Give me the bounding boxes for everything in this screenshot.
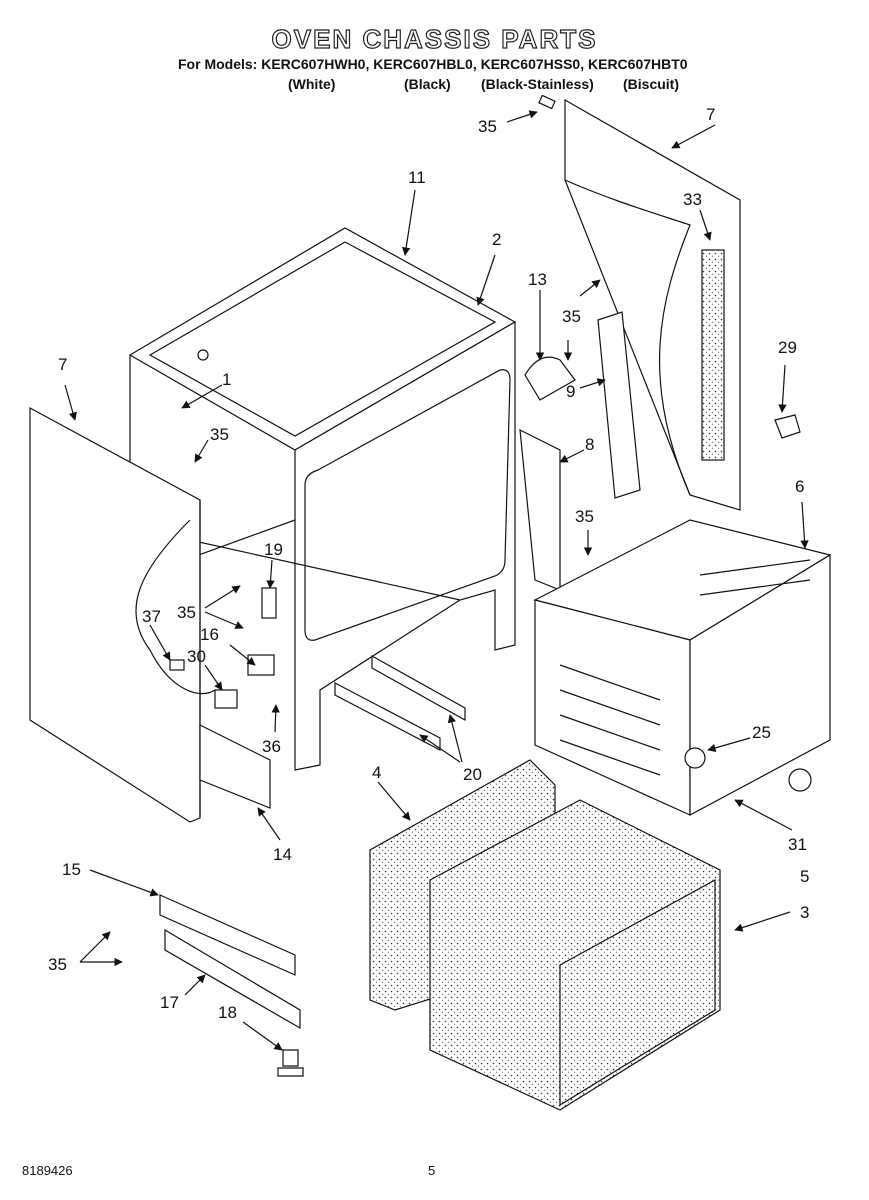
support-strip <box>597 311 641 499</box>
side-bracket <box>519 428 561 591</box>
oven-cavity <box>533 519 832 817</box>
callout-7-rear: 7 <box>706 105 715 124</box>
callout-labels: 11 2 7 35 33 13 35 29 9 8 35 6 25 31 5 3… <box>48 105 809 1022</box>
switch-16 <box>247 654 275 676</box>
callout-11: 11 <box>408 168 426 187</box>
callout-35-left: 35 <box>210 425 229 444</box>
variant-black-stainless: (Black-Stainless) <box>481 76 594 92</box>
callout-30: 30 <box>187 647 206 666</box>
callout-4: 4 <box>372 763 381 782</box>
callout-16: 16 <box>200 625 219 644</box>
control-box-14 <box>199 724 271 809</box>
bracket-20b <box>371 654 466 722</box>
callout-35-switch: 35 <box>177 603 196 622</box>
insulation-strip <box>701 249 725 461</box>
bracket-20a <box>334 682 441 751</box>
callout-20: 20 <box>463 765 482 784</box>
page-title: OVEN CHASSIS PARTS <box>271 23 598 54</box>
callout-13: 13 <box>528 270 547 289</box>
callout-1: 1 <box>222 370 231 389</box>
oven-insulation <box>369 759 721 1111</box>
connector-37 <box>169 659 185 671</box>
callout-35-rail: 35 <box>48 955 67 974</box>
front-rail <box>159 894 296 976</box>
variant-black: (Black) <box>404 76 451 92</box>
callout-6: 6 <box>795 477 804 496</box>
callout-5: 5 <box>800 867 809 886</box>
callout-25: 25 <box>752 723 771 742</box>
variant-white: (White) <box>288 76 336 92</box>
callout-14: 14 <box>273 845 292 864</box>
callout-7-side: 7 <box>58 355 67 374</box>
callout-17: 17 <box>160 993 179 1012</box>
callout-18: 18 <box>218 1003 237 1022</box>
callout-33: 33 <box>683 190 702 209</box>
lower-rail <box>164 928 301 1030</box>
callout-35-strip: 35 <box>562 307 581 326</box>
callout-8: 8 <box>585 435 594 454</box>
callout-35-top: 35 <box>478 117 497 136</box>
page-number: 5 <box>428 1163 436 1178</box>
leader-lines <box>64 110 809 1051</box>
terminal-block <box>774 414 801 439</box>
callout-29: 29 <box>778 338 797 357</box>
relay-30 <box>214 689 238 709</box>
callout-37: 37 <box>142 607 161 626</box>
callout-15: 15 <box>62 860 81 879</box>
model-list: For Models: KERC607HWH0, KERC607HBL0, KE… <box>178 56 688 72</box>
variant-biscuit: (Biscuit) <box>623 76 679 92</box>
chassis-frame <box>128 227 517 771</box>
callout-9: 9 <box>566 382 575 401</box>
callout-35-mid: 35 <box>575 507 594 526</box>
screw-top <box>538 94 556 110</box>
callout-19: 19 <box>264 540 283 559</box>
callout-3: 3 <box>800 903 809 922</box>
bracket-19 <box>261 587 277 619</box>
callout-31: 31 <box>788 835 807 854</box>
callout-36: 36 <box>262 737 281 756</box>
rear-panel <box>564 98 741 511</box>
mounting-bracket <box>524 356 576 401</box>
plug-button <box>788 768 812 792</box>
leveling-leg <box>277 1049 304 1077</box>
callout-2: 2 <box>492 230 501 249</box>
document-number: 8189426 <box>22 1163 73 1178</box>
